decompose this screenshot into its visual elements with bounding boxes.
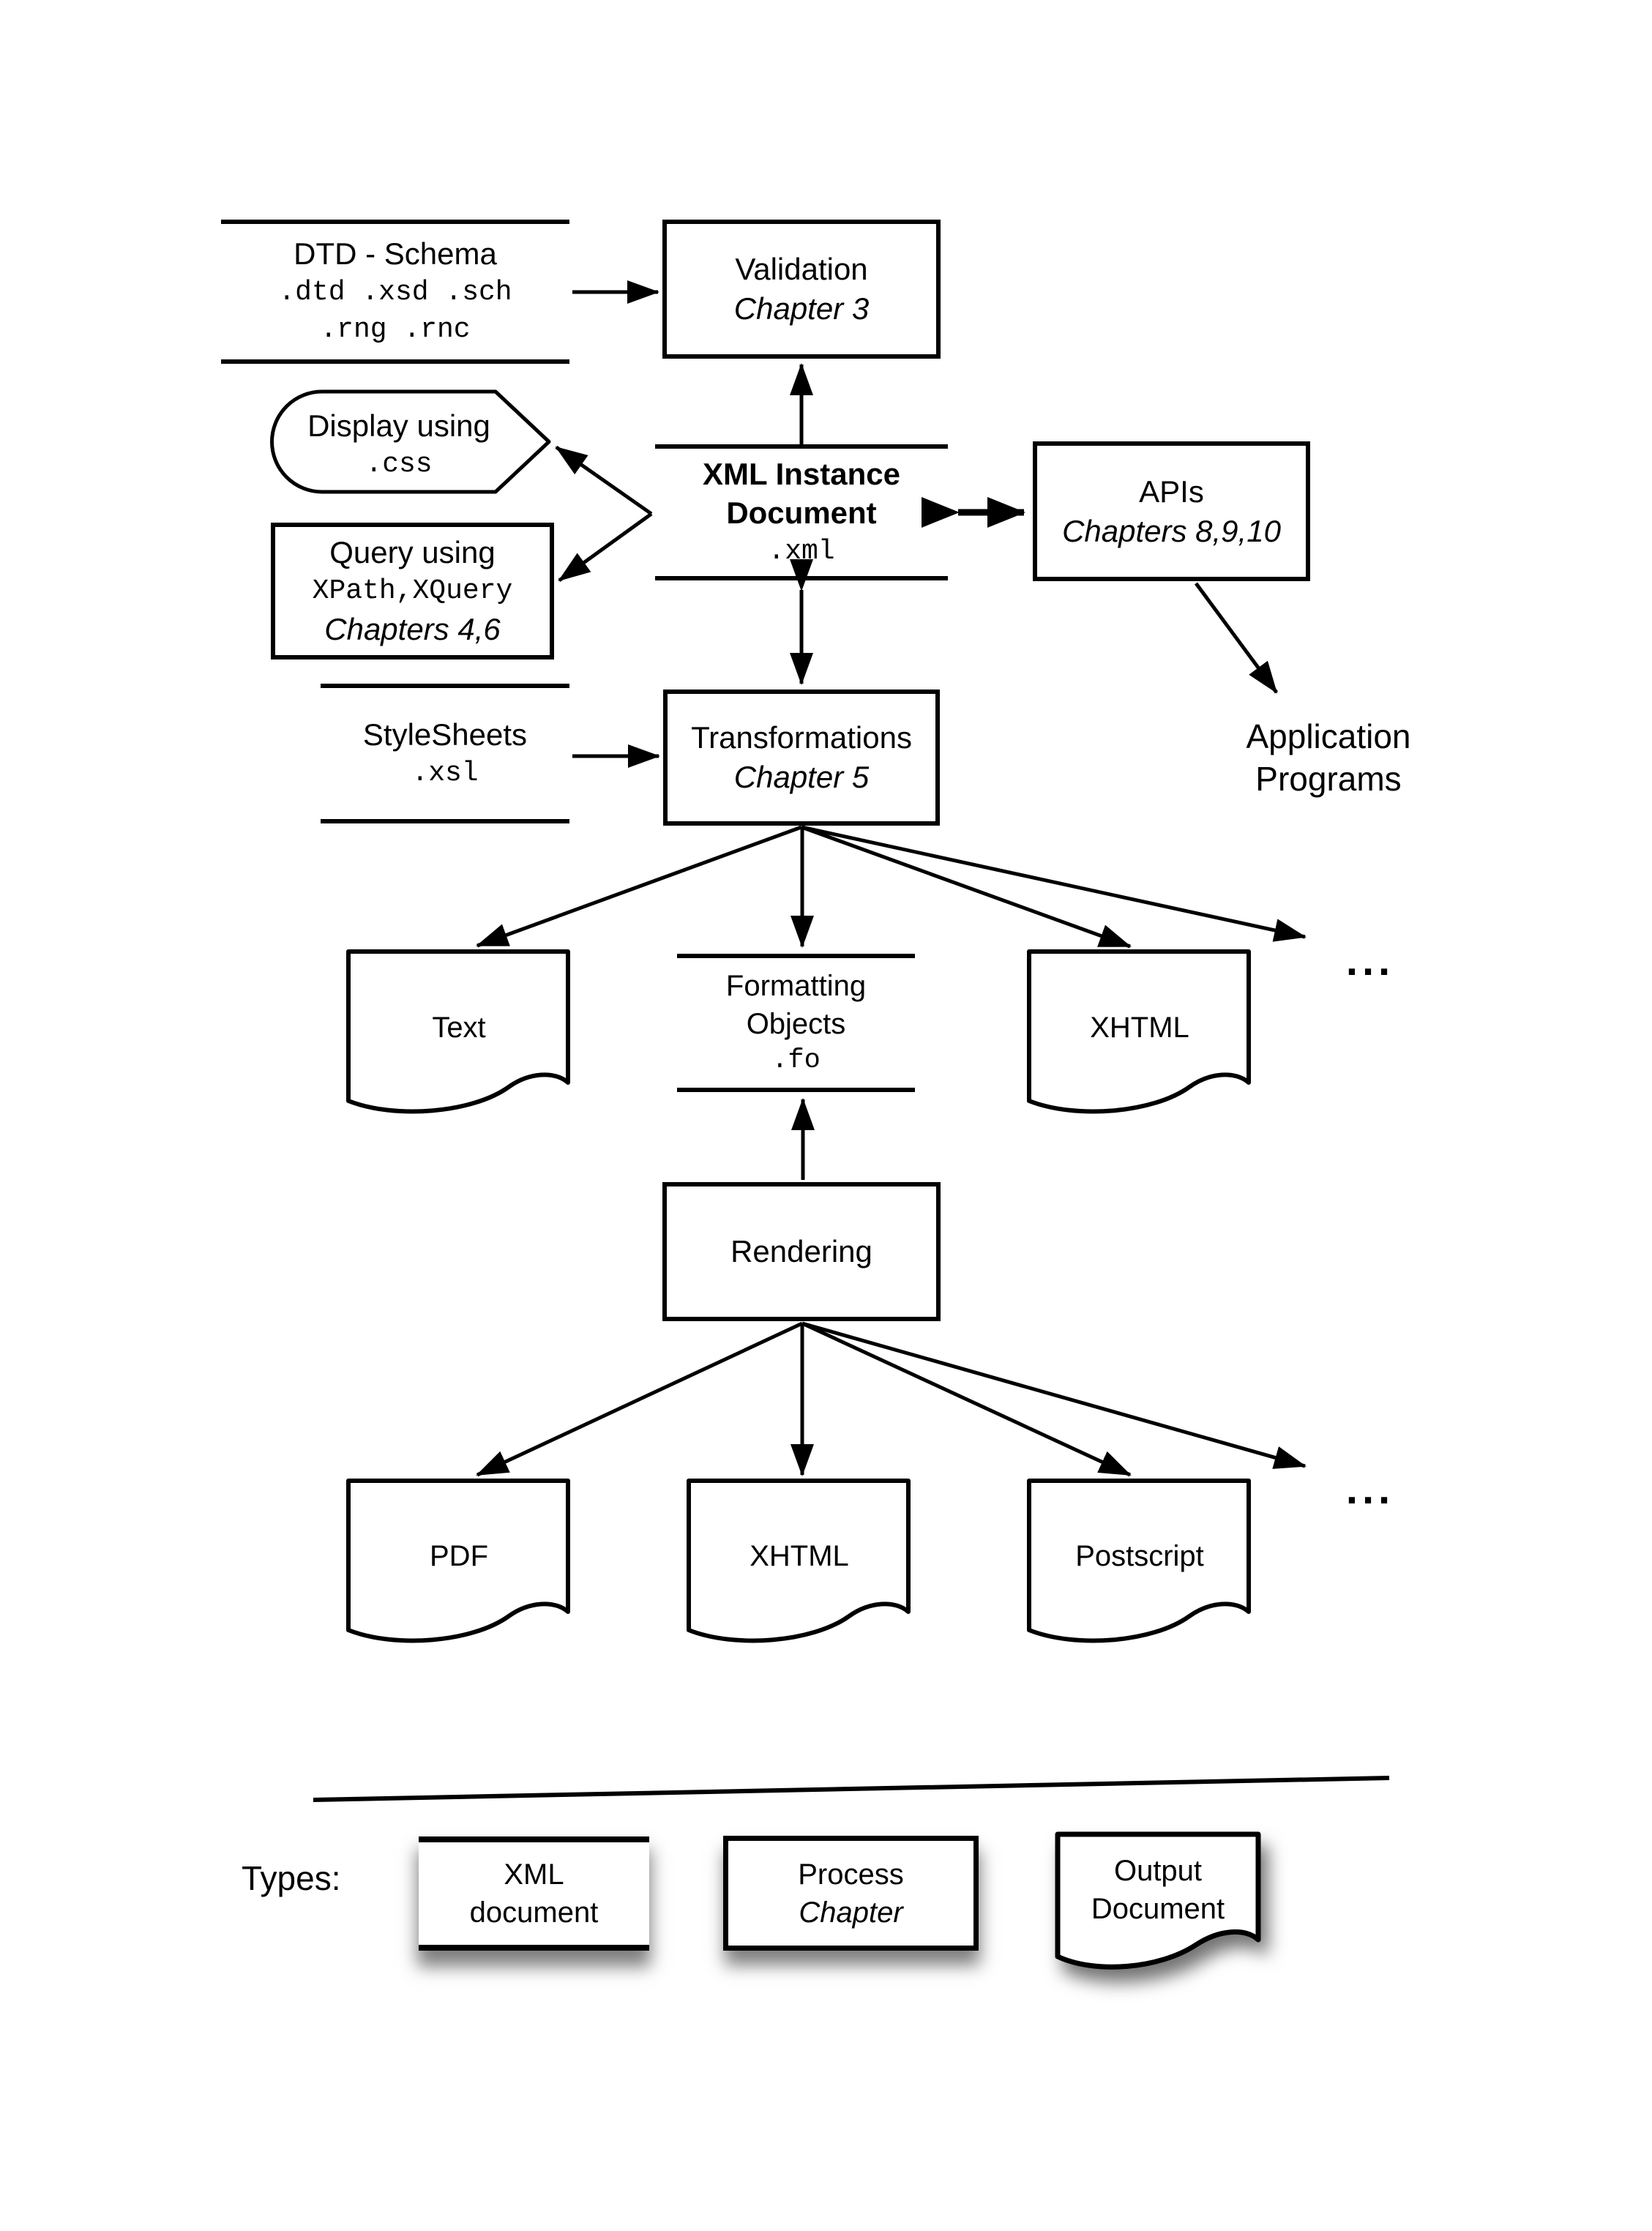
legend-xml-line2: document <box>469 1896 599 1929</box>
query-using-chapter: Chapters 4,6 <box>324 612 501 647</box>
arrow-rendering-to-pdf <box>476 1321 804 1477</box>
transformations-more-outputs-ellipsis: ... <box>1345 937 1395 984</box>
arrow-xml-to-display <box>555 445 653 516</box>
application-programs-line2: Programs <box>1255 759 1402 798</box>
arrow-transformations-to-text <box>476 825 802 948</box>
legend-process-line1: Process <box>798 1858 904 1891</box>
legend-output-document-shape <box>1055 1831 1261 1970</box>
query-using-title: Query using <box>329 535 496 570</box>
display-using-label: Display using .css <box>293 406 505 483</box>
dtd-schema-extensions-2: .rng .rnc <box>320 314 471 346</box>
xml-instance-extension: .xml <box>768 536 835 568</box>
legend-process-item: Process Chapter <box>723 1836 979 1951</box>
arrow-transformations-to-xhtml <box>801 825 1132 949</box>
text-document-label: Text <box>432 1012 486 1044</box>
arrow-transformations-to-more <box>801 825 1307 942</box>
arrow-xml-to-query <box>558 512 653 583</box>
legend-separator-line <box>313 1776 1390 1802</box>
formatting-objects-group: Formatting Objects .fo <box>677 954 915 1092</box>
legend-xml-document-item: XML document <box>419 1836 649 1951</box>
xhtml-output-document-label: XHTML <box>750 1540 849 1572</box>
xhtml-document-label: XHTML <box>1090 1012 1189 1044</box>
stylesheets-title: StyleSheets <box>362 717 528 752</box>
display-using-extension: .css <box>365 448 433 480</box>
display-using-title: Display using <box>307 408 490 443</box>
arrow-rendering-to-more <box>801 1321 1307 1469</box>
dtd-schema-title: DTD - Schema <box>294 236 497 272</box>
stylesheets-extension: .xsl <box>411 757 479 789</box>
arrow-rendering-to-postscript <box>801 1321 1132 1477</box>
legend-output-line2: Document <box>1091 1893 1225 1925</box>
rendering-more-outputs-ellipsis: ... <box>1345 1465 1395 1513</box>
legend-types-label: Types: <box>242 1859 341 1897</box>
application-programs-label: Application Programs <box>1189 716 1468 800</box>
legend-process-line2: Chapter <box>799 1896 903 1929</box>
validation-box: Validation Chapter 3 <box>662 220 941 359</box>
application-programs-line1: Application <box>1246 717 1411 755</box>
postscript-document-label: Postscript <box>1075 1540 1204 1572</box>
validation-title: Validation <box>735 252 868 287</box>
xml-instance-title-line2: Document <box>726 496 877 531</box>
formatting-objects-line2: Objects <box>746 1007 846 1040</box>
query-using-box: Query using XPath,XQuery Chapters 4,6 <box>271 523 554 659</box>
apis-title: APIs <box>1139 474 1204 509</box>
rendering-title: Rendering <box>730 1234 872 1269</box>
dtd-schema-group: DTD - Schema .dtd .xsd .sch .rng .rnc <box>221 220 569 364</box>
display-using-shape <box>270 389 551 494</box>
transformations-title: Transformations <box>691 720 912 755</box>
xml-instance-title-line1: XML Instance <box>703 456 900 491</box>
arrow-apis-to-application-programs <box>1194 582 1279 694</box>
formatting-objects-line1: Formatting <box>725 969 867 1002</box>
query-using-extension: XPath,XQuery <box>312 575 513 607</box>
legend-output-document-item: Output Document <box>1065 1852 1251 1928</box>
validation-chapter: Chapter 3 <box>733 291 870 326</box>
transformations-chapter: Chapter 5 <box>733 760 870 794</box>
legend-output-line1: Output <box>1113 1855 1203 1887</box>
formatting-objects-extension: .fo <box>771 1045 821 1076</box>
legend-xml-line1: XML <box>504 1858 564 1891</box>
rendering-box: Rendering <box>662 1182 941 1321</box>
apis-box: APIs Chapters 8,9,10 <box>1033 441 1310 581</box>
apis-chapter: Chapters 8,9,10 <box>1062 513 1281 548</box>
transformations-box: Transformations Chapter 5 <box>663 690 940 826</box>
pdf-document-label: PDF <box>430 1540 488 1572</box>
stylesheets-group: StyleSheets .xsl <box>321 684 569 823</box>
xml-instance-group: XML Instance Document .xml <box>655 444 948 580</box>
dtd-schema-extensions-1: .dtd .xsd .sch <box>278 277 512 309</box>
